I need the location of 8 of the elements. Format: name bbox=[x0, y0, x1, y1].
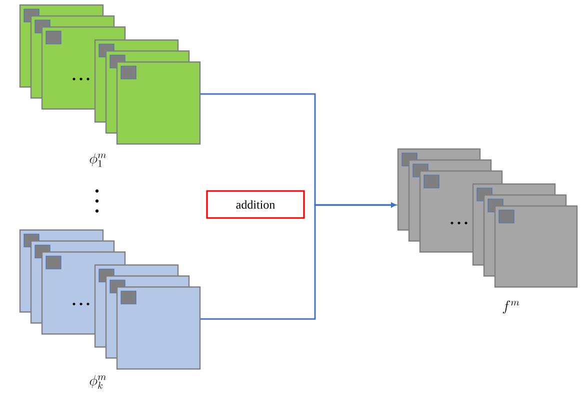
math-label: $\phi_1^m$ bbox=[90, 153, 106, 167]
feature-map-stack-drawing bbox=[19, 4, 201, 145]
math-label: $\phi_k^m$ bbox=[90, 375, 106, 389]
feature-map-stack-drawing bbox=[397, 148, 578, 288]
connector-arrow bbox=[200, 202, 396, 320]
math-label: $f^m$ bbox=[502, 300, 520, 314]
feature-map-stack-drawing bbox=[19, 229, 201, 370]
label-box: addition bbox=[206, 190, 305, 219]
